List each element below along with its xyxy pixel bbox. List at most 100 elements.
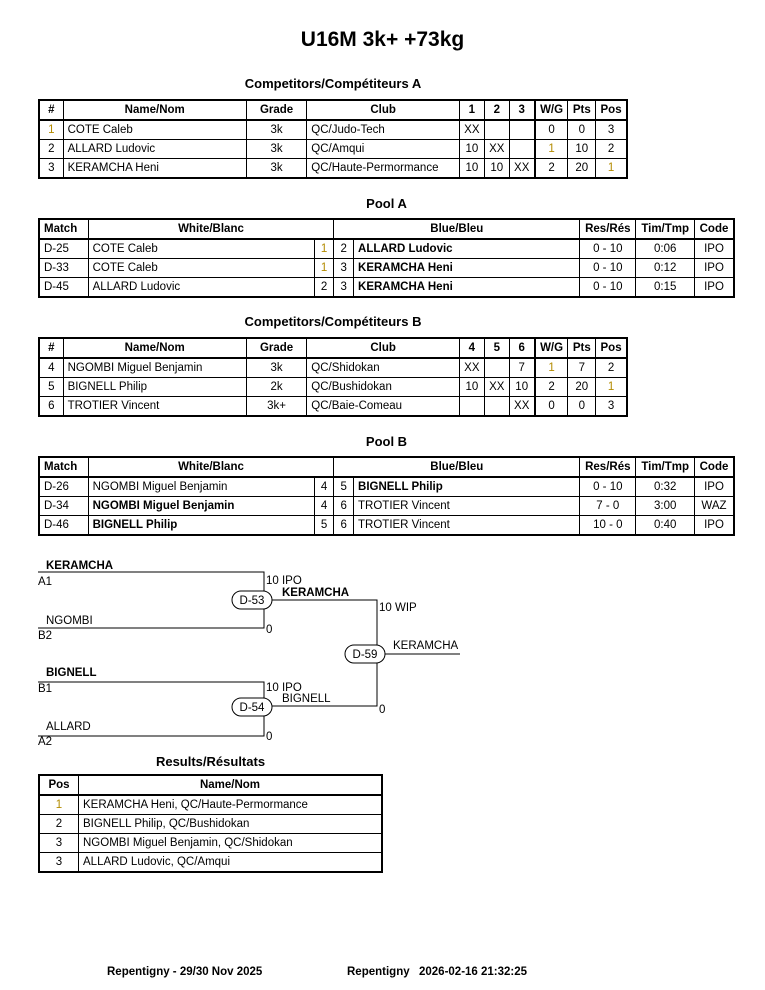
pool-b-heading: Pool B (365, 434, 408, 449)
competitor-club: QC/Bushidokan (306, 377, 460, 397)
col-white: White/Blanc (87, 456, 335, 478)
blue-name: KERAMCHA Heni (353, 258, 581, 278)
table-row: 2 BIGNELL Philip, QC/Bushidokan (38, 814, 383, 834)
bracket-m2-bottom-score: 0 (266, 731, 272, 743)
result-name: BIGNELL Philip, QC/Bushidokan (78, 814, 383, 834)
score-cell (458, 396, 485, 417)
competitor-grade: 3k (245, 119, 308, 140)
wins-cell: 1 (533, 357, 569, 378)
result-cell: 0 - 10 (579, 238, 637, 259)
row-number: 1 (38, 119, 64, 140)
col-score2: 5 (483, 337, 510, 359)
col-name: Name/Nom (62, 99, 247, 121)
col-score1: 1 (458, 99, 485, 121)
white-name: NGOMBI Miguel Benjamin (87, 496, 315, 516)
col-score3: 3 (508, 99, 536, 121)
match-id: D-25 (38, 238, 89, 259)
table-row: 1 COTE Caleb 3k QC/Judo-Tech XX 0 0 3 (38, 119, 628, 140)
time-cell: 0:12 (635, 258, 695, 278)
col-time: Tim/Tmp (635, 456, 695, 478)
code-cell: IPO (693, 258, 735, 278)
white-number: 4 (313, 476, 335, 497)
bracket-final-top-score: 10 WIP (379, 602, 417, 614)
score-cell: XX (458, 357, 485, 378)
code-cell: IPO (693, 476, 735, 497)
match-id: D-45 (38, 277, 89, 298)
competitor-club: QC/Amqui (306, 139, 460, 159)
bracket-final-winner: KERAMCHA (393, 640, 459, 652)
bracket-m1-bottom: NGOMBI (46, 615, 93, 627)
position-cell: 3 (595, 396, 628, 417)
match-id: D-26 (38, 476, 89, 497)
score-cell: 10 (458, 377, 485, 397)
table-row: 3 NGOMBI Miguel Benjamin, QC/Shidokan (38, 833, 383, 853)
score-cell: XX (458, 119, 485, 140)
position-cell: 3 (595, 119, 628, 140)
col-club: Club (306, 337, 460, 359)
competitor-grade: 2k (245, 377, 308, 397)
footer-timestamp: 2026-02-16 21:32:25 (419, 966, 528, 978)
code-cell: IPO (693, 277, 735, 298)
match-id: D-33 (38, 258, 89, 278)
col-result: Res/Rés (579, 218, 637, 240)
competitor-grade: 3k (245, 357, 308, 378)
white-number: 1 (313, 238, 335, 259)
col-pos: Pos (595, 337, 628, 359)
col-score2: 2 (483, 99, 510, 121)
result-position: 1 (38, 794, 79, 815)
col-pos: Pos (595, 99, 628, 121)
col-num: # (38, 337, 64, 359)
col-name: Name/Nom (78, 774, 383, 796)
result-cell: 0 - 10 (579, 258, 637, 278)
competitors-b-heading: Competitors/Compétiteurs B (244, 314, 422, 329)
position-cell: 2 (595, 357, 628, 378)
white-name: COTE Caleb (87, 258, 315, 278)
time-cell: 0:32 (635, 476, 695, 497)
table-row: 5 BIGNELL Philip 2k QC/Bushidokan 10 XX … (38, 377, 628, 397)
score-cell (483, 396, 510, 417)
wins-cell: 0 (533, 119, 569, 140)
pool-a-table: Match White/Blanc Blue/Bleu Res/Rés Tim/… (38, 218, 735, 298)
white-name: COTE Caleb (87, 238, 315, 259)
col-pts: Pts (567, 99, 597, 121)
competitor-club: QC/Haute-Permormance (306, 158, 460, 179)
table-row: 3 KERAMCHA Heni 3k QC/Haute-Permormance … (38, 158, 628, 179)
code-cell: WAZ (693, 496, 735, 516)
result-position: 3 (38, 852, 79, 873)
table-header-row: # Name/Nom Grade Club 4 5 6 W/G Pts Pos (38, 337, 628, 359)
row-number: 3 (38, 158, 64, 179)
table-row: D-25 COTE Caleb 1 2 ALLARD Ludovic 0 - 1… (38, 238, 735, 259)
row-number: 5 (38, 377, 64, 397)
white-number: 5 (313, 515, 335, 536)
score-cell: 10 (508, 377, 536, 397)
row-number: 6 (38, 396, 64, 417)
blue-number: 6 (333, 515, 355, 536)
table-row: D-45 ALLARD Ludovic 2 3 KERAMCHA Heni 0 … (38, 277, 735, 298)
pool-b-table: Match White/Blanc Blue/Bleu Res/Rés Tim/… (38, 456, 735, 536)
table-row: 6 TROTIER Vincent 3k+ QC/Baie-Comeau XX … (38, 396, 628, 417)
blue-number: 5 (333, 476, 355, 497)
bracket-diagram: KERAMCHA A1 NGOMBI B2 D-53 10 IPO 0 KERA… (38, 560, 460, 748)
white-name: NGOMBI Miguel Benjamin (87, 476, 315, 497)
white-name: ALLARD Ludovic (87, 277, 315, 298)
competitors-a-heading: Competitors/Compétiteurs A (244, 76, 422, 91)
time-cell: 0:06 (635, 238, 695, 259)
competitors-a-table: # Name/Nom Grade Club 1 2 3 W/G Pts Pos … (38, 99, 628, 179)
bracket-final-id: D-59 (353, 649, 378, 661)
table-row: D-46 BIGNELL Philip 5 6 TROTIER Vincent … (38, 515, 735, 536)
col-code: Code (693, 456, 735, 478)
blue-number: 3 (333, 258, 355, 278)
match-node-d54 (231, 697, 273, 717)
col-club: Club (306, 99, 460, 121)
col-wg: W/G (533, 337, 569, 359)
score-cell (483, 357, 510, 378)
match-node-d59 (344, 644, 386, 664)
bracket-m1-top-seed: A1 (38, 576, 52, 588)
pool-a-heading: Pool A (366, 196, 407, 211)
points-cell: 10 (567, 139, 597, 159)
bracket-m2-top-seed: B1 (38, 683, 52, 695)
position-cell: 2 (595, 139, 628, 159)
wins-cell: 2 (533, 377, 569, 397)
table-row: 4 NGOMBI Miguel Benjamin 3k QC/Shidokan … (38, 357, 628, 378)
position-cell: 1 (595, 158, 628, 179)
